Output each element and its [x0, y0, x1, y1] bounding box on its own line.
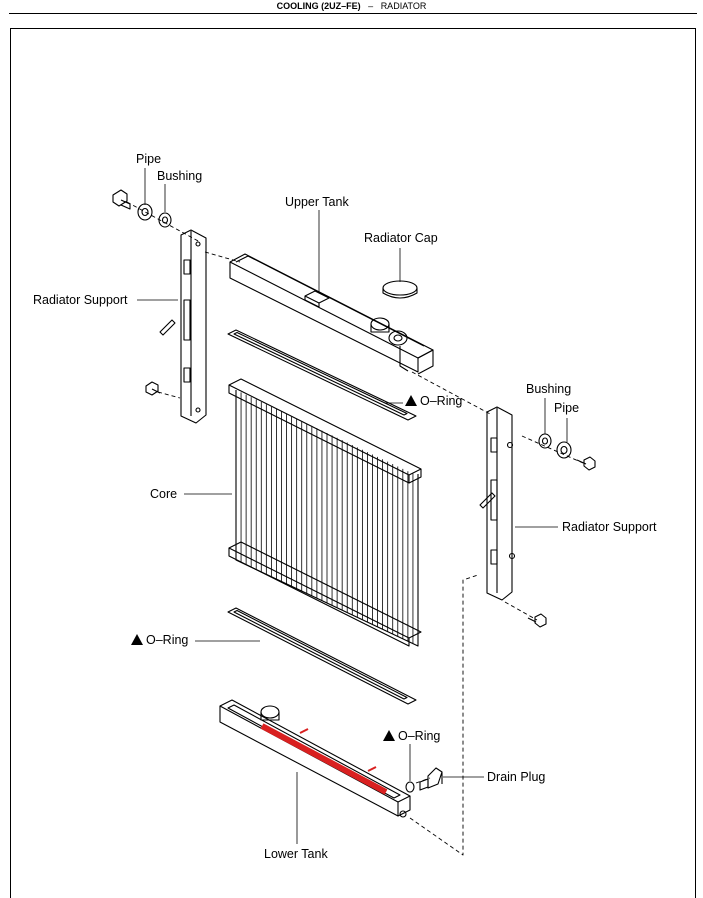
label-lower-tank: Lower Tank — [264, 847, 328, 861]
label-drain-plug: Drain Plug — [487, 770, 546, 784]
drain-plug-part — [419, 767, 443, 791]
label-bushing-left: Bushing — [157, 169, 203, 183]
bolt-right-top — [576, 456, 596, 471]
core-part — [228, 378, 422, 647]
diagram-frame — [10, 28, 696, 898]
bolt-left-top — [112, 189, 131, 210]
page-header: COOLING (2UZ–FE) – RADIATOR — [0, 0, 703, 13]
o-ring-upper-text: O–Ring — [420, 394, 463, 408]
lower-tank-seal-highlight — [260, 723, 388, 795]
o-ring-middle-text: O–Ring — [146, 633, 189, 647]
o-ring-upper-part — [227, 329, 417, 421]
bolt-right-bottom — [527, 613, 547, 628]
assembly-lines — [126, 201, 584, 856]
bushing-left-part — [158, 212, 172, 228]
header-topic: RADIATOR — [380, 1, 427, 11]
label-radiator-support-right: Radiator Support — [562, 520, 657, 534]
radiator-cap-part — [382, 280, 418, 299]
bolt-left-bottom — [145, 381, 161, 396]
header-section: COOLING (2UZ–FE) — [276, 1, 361, 11]
header-rule — [9, 13, 697, 14]
upper-tank-part — [229, 253, 434, 375]
label-o-ring-middle: O–Ring — [131, 633, 188, 647]
label-core: Core — [150, 487, 178, 501]
triangle-icon — [405, 395, 417, 406]
o-ring-lower-text: O–Ring — [398, 729, 441, 743]
triangle-icon — [131, 634, 143, 645]
bushing-right-part — [538, 433, 552, 449]
label-bushing-right: Bushing — [526, 382, 572, 396]
label-radiator-cap: Radiator Cap — [364, 231, 438, 245]
label-pipe-right: Pipe — [554, 401, 580, 415]
leader-lines — [137, 168, 568, 844]
header-separator: – — [368, 1, 374, 11]
radiator-support-right-part — [479, 406, 516, 601]
label-o-ring-lower: O–Ring — [383, 729, 440, 743]
pipe-right-part — [556, 441, 572, 459]
radiator-support-left-part — [159, 229, 207, 424]
lower-tank-part — [219, 699, 411, 818]
label-radiator-support-left: Radiator Support — [33, 293, 128, 307]
o-ring-drain-part — [405, 781, 415, 793]
label-pipe-left: Pipe — [136, 152, 162, 166]
o-ring-middle-part — [227, 607, 417, 705]
pipe-left-part — [137, 203, 153, 221]
lower-tank-clips — [299, 728, 377, 772]
label-upper-tank: Upper Tank — [285, 195, 349, 209]
triangle-icon — [383, 730, 395, 741]
label-o-ring-upper: O–Ring — [405, 394, 462, 408]
